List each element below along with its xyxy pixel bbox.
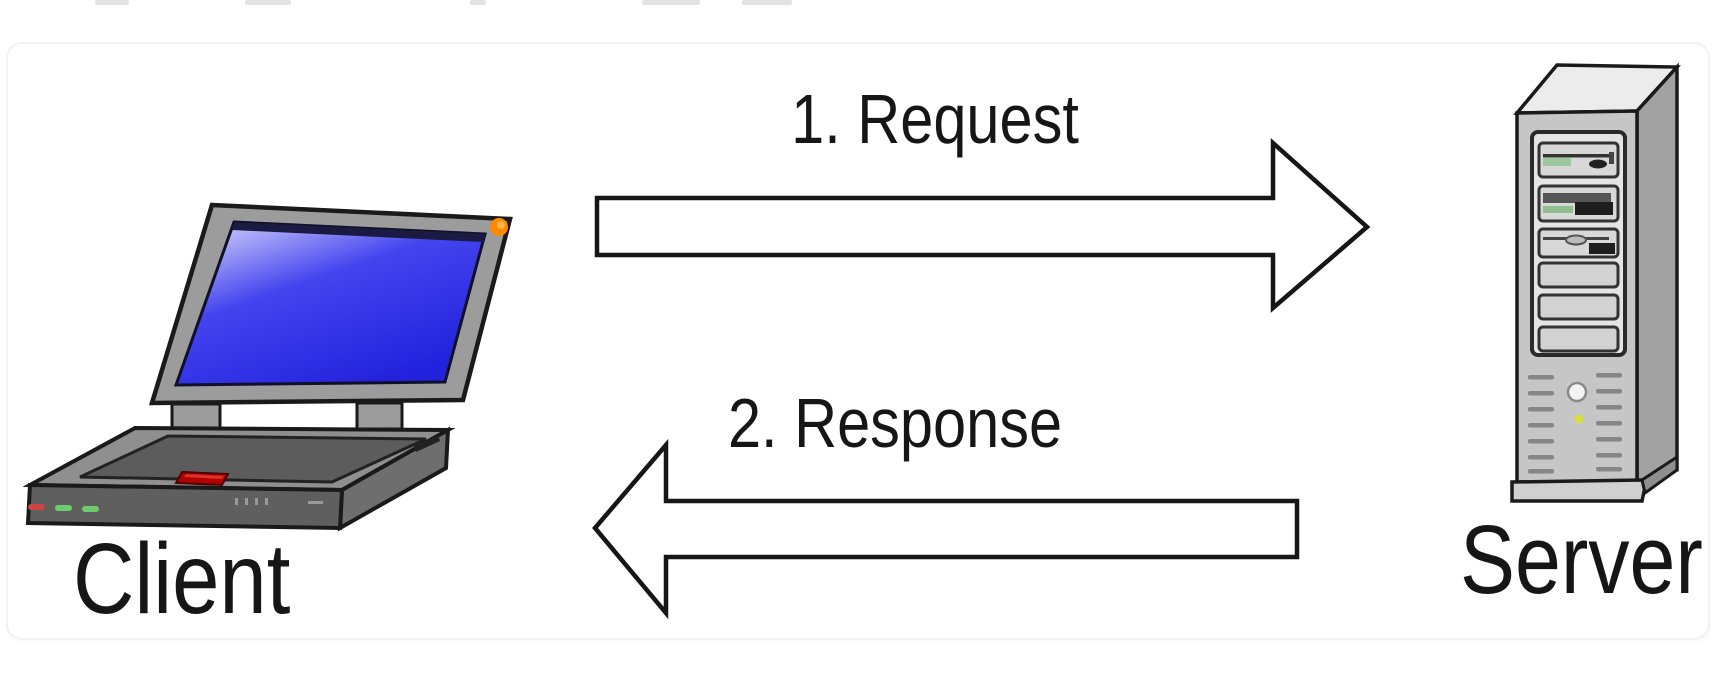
laptop-front-mark [265, 498, 268, 505]
server-cdrom-slot [1543, 154, 1613, 158]
response-label: 2. Response [727, 384, 1063, 462]
server-tower-icon [1510, 62, 1681, 503]
laptop-hinge [170, 402, 222, 432]
server-drive2-block [1575, 202, 1613, 215]
request-label: 1. Request [791, 80, 1079, 158]
server-drive3-block [1589, 243, 1615, 254]
laptop-power-dot-orange-core [497, 221, 505, 229]
server-drive2-stripe-green [1543, 206, 1573, 213]
server-drive2-slot [1543, 193, 1611, 203]
laptop-led-green [55, 505, 72, 511]
response-left-arrow-icon [592, 438, 1300, 620]
server-drive3-eject [1565, 234, 1587, 246]
server-led-yellow [1574, 414, 1584, 424]
laptop-led-red [28, 504, 45, 510]
laptop-keyboard-area [79, 434, 427, 484]
server-vents [1528, 373, 1622, 474]
server-side-face [1635, 62, 1679, 490]
server-label: Server [1460, 505, 1703, 614]
laptop-client-icon [22, 202, 513, 532]
client-label: Client [73, 523, 291, 635]
laptop-front-mark [308, 501, 323, 504]
laptop-hinge [355, 401, 404, 431]
cropped-text-artifact [742, 0, 792, 5]
cropped-text-artifact [470, 0, 486, 5]
request-right-arrow-icon [594, 137, 1371, 313]
cropped-text-artifact [95, 0, 129, 5]
cropped-text-artifact [642, 0, 700, 5]
server-cdrom-button [1589, 159, 1607, 169]
server-cdrom-led-green [1543, 158, 1571, 166]
laptop-led-green [82, 506, 99, 512]
server-base-side [1640, 454, 1679, 496]
server-power-button [1566, 381, 1588, 403]
server-base [1510, 478, 1647, 503]
laptop-red-button-highlight [184, 474, 224, 479]
laptop-screen [173, 220, 487, 387]
cropped-text-artifact [245, 0, 291, 5]
laptop-front-mark [235, 498, 238, 505]
laptop-screen-top-strip [232, 222, 485, 242]
server-blank-bay [1537, 325, 1620, 353]
server-cdrom-bay [1537, 141, 1620, 179]
laptop-front-mark [245, 498, 248, 505]
laptop-base-front [25, 482, 345, 531]
server-cdrom-detail [1609, 152, 1614, 164]
server-blank-bay [1537, 261, 1620, 289]
laptop-side-slot [414, 435, 440, 452]
laptop-front-mark [255, 498, 258, 505]
server-blank-bay [1537, 293, 1620, 321]
